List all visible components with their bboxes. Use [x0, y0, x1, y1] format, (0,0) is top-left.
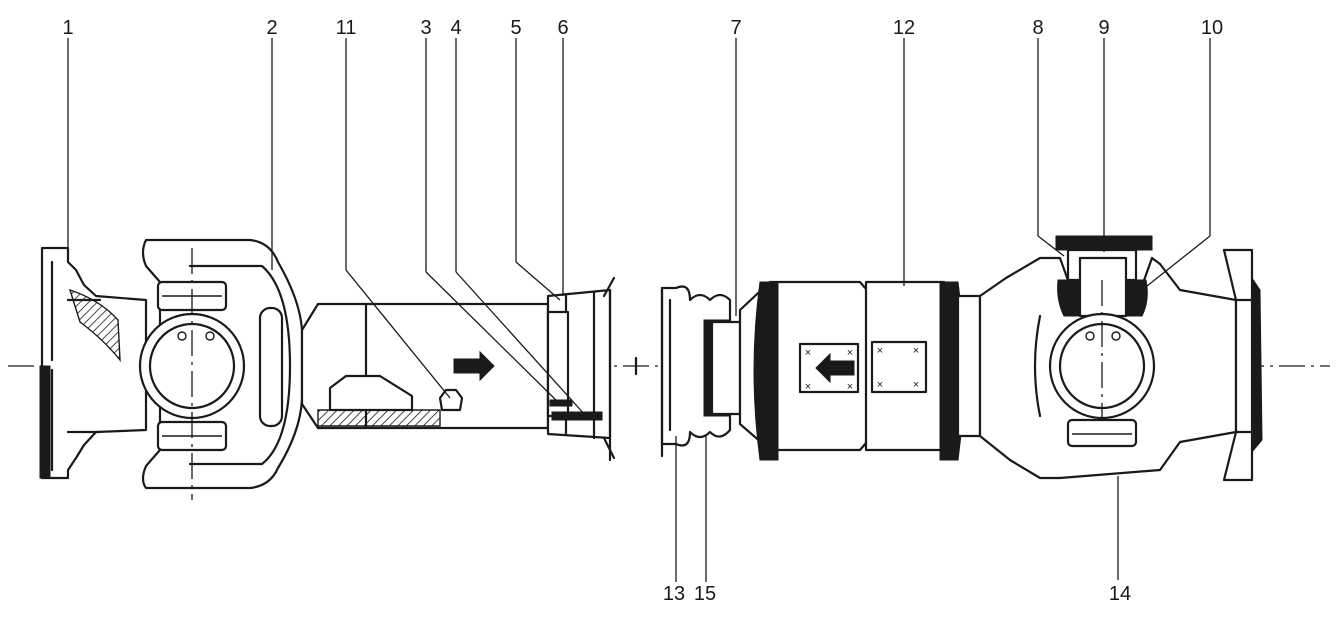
left-universal-joint	[138, 238, 304, 500]
svg-text:×: ×	[805, 381, 811, 393]
callout-10: 10	[1201, 17, 1223, 39]
callout-4: 4	[450, 17, 461, 39]
svg-text:×: ×	[877, 379, 883, 391]
left-flange-yoke	[39, 246, 148, 480]
boot-bellows	[660, 285, 742, 458]
middle-tube: × × × ×	[738, 280, 874, 461]
callout-6: 6	[557, 17, 568, 39]
leader-lines	[67, 38, 1211, 582]
left-shaft-tube	[300, 302, 550, 430]
svg-text:×: ×	[913, 379, 919, 391]
callout-9: 9	[1098, 17, 1109, 39]
svg-text:×: ×	[847, 347, 853, 359]
callout-13: 13	[663, 583, 685, 605]
left-slip-sleeve	[546, 276, 616, 462]
callout-12: 12	[893, 17, 915, 39]
callout-labels: 1 2 11 3 4 5 6 7 12 8 9 10 13 15 14	[62, 17, 1223, 605]
right-flange	[1222, 248, 1263, 482]
callout-2: 2	[266, 17, 277, 39]
svg-text:×: ×	[877, 345, 883, 357]
callout-1: 1	[62, 17, 73, 39]
callout-14: 14	[1109, 583, 1131, 605]
callout-15: 15	[694, 583, 716, 605]
grease-nipple	[438, 388, 464, 412]
svg-text:×: ×	[913, 345, 919, 357]
svg-text:×: ×	[805, 347, 811, 359]
direction-arrow-right	[453, 350, 495, 382]
callout-7: 7	[730, 17, 741, 39]
middle-sleeve: × × × ×	[864, 280, 982, 461]
callout-3: 3	[420, 17, 431, 39]
callout-5: 5	[510, 17, 521, 39]
callout-8: 8	[1032, 17, 1043, 39]
direction-arrow-left	[815, 352, 855, 384]
svg-text:×: ×	[847, 381, 853, 393]
right-universal-joint	[978, 235, 1238, 480]
callout-11: 11	[336, 17, 357, 39]
